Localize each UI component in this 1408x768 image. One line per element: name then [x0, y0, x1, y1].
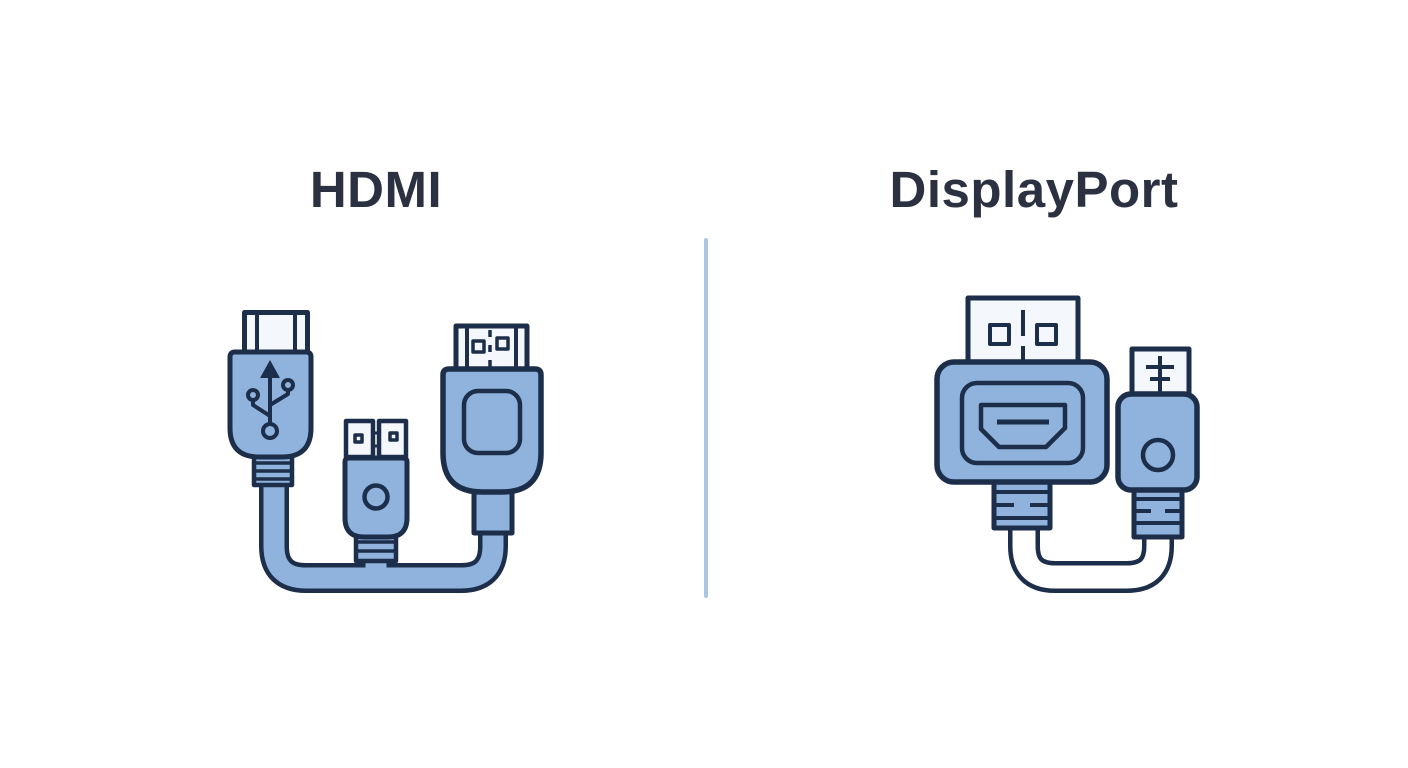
displayport-connector: [934, 295, 1110, 531]
small-connector-circle: [1140, 437, 1176, 473]
usb-trident-icon: [246, 360, 295, 440]
usb-a-connector: [227, 310, 314, 488]
displayport-cable-icon: [934, 295, 1200, 593]
hdmi-connector-body: [440, 366, 544, 495]
dp-connector-inset: [959, 380, 1086, 466]
hdmi-title: HDMI: [309, 161, 443, 218]
displayport-title: DisplayPort: [889, 161, 1179, 218]
dp-port-opening: [978, 402, 1068, 450]
mini-connector-circle: [362, 483, 390, 511]
mini-connector-body: [342, 455, 410, 540]
hdmi-connector-inset: [461, 388, 523, 456]
usb-plug-tip: [242, 310, 310, 357]
displayport-cable: [1008, 520, 1174, 593]
mini-connector: [342, 418, 410, 564]
vertical-divider: [704, 238, 708, 598]
hdmi-cable-icon: [227, 310, 544, 593]
hdmi-connector: [440, 323, 544, 536]
displayport-small-connector: [1115, 346, 1200, 540]
